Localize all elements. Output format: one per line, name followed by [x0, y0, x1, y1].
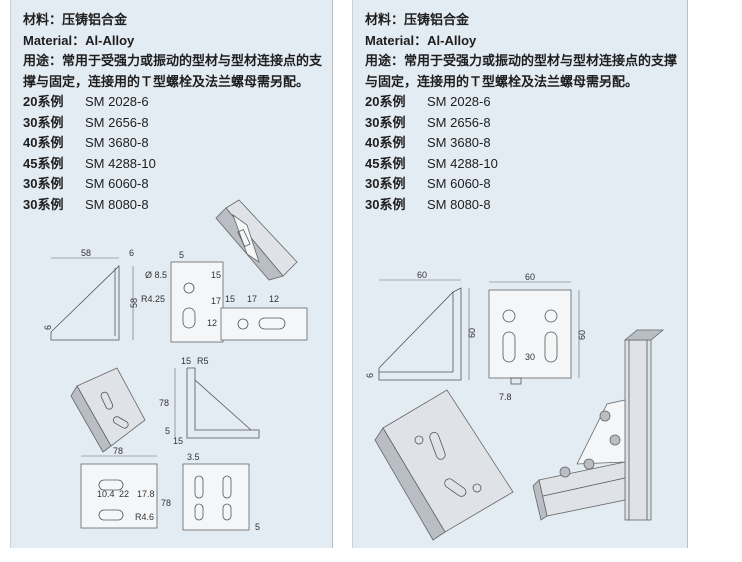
model-row: 30系例 SM 2656-8 — [23, 113, 326, 134]
bracket-front-drawing: 60 60 30 7.8 — [488, 272, 587, 402]
model-row: 30系例 SM 8080-8 — [365, 195, 681, 216]
model-code: SM 2656-8 — [427, 114, 491, 130]
usage-text: 用途：常用于受强力或振动的型材与型材连接点的支撑与固定，连接用的Ｔ型螺栓及法兰螺… — [23, 53, 323, 89]
dim-label: 12 — [269, 294, 279, 304]
model-series: 30系例 — [365, 114, 406, 130]
material-line: 材料：压铸铝合金 — [365, 12, 470, 27]
model-series: 30系例 — [23, 114, 64, 130]
model-code: SM 8080-8 — [427, 196, 491, 212]
model-series: 20系例 — [23, 94, 64, 109]
model-series: 30系例 — [365, 196, 406, 212]
product-panel-left: 材料：压铸铝合金 Material：Al-Alloy 用途：常用于受强力或振动的… — [10, 0, 333, 548]
dim-label: 17 — [211, 296, 221, 306]
model-code: SM 6060-8 — [427, 176, 491, 191]
dim-label: 6 — [43, 325, 53, 330]
dim-label: 30 — [525, 352, 535, 362]
dim-label: Ø 8.5 — [145, 270, 167, 280]
usage-text: 用途：常用于受强力或振动的型材与型材连接点的支撑与固定，连接用的Ｔ型螺栓及法兰螺… — [365, 53, 678, 89]
model-code: SM 4288-10 — [85, 155, 156, 171]
bracket-side-drawing-large: 15 R5 78 5 15 — [159, 356, 260, 446]
dim-label: 15 — [225, 294, 235, 304]
dim-label: 5 — [165, 426, 170, 436]
bracket-iso-drawing-2 — [70, 367, 146, 453]
dim-label: 58 — [129, 298, 139, 308]
model-row: 40系例 SM 3680-8 — [23, 133, 326, 154]
material-line: 材料：压铸铝合金 — [23, 12, 128, 27]
model-series: 40系例 — [23, 135, 64, 150]
dim-label: R4.6 — [135, 512, 154, 522]
model-row: 30系例 SM 2656-8 — [365, 113, 681, 134]
model-code: SM 2656-8 — [85, 114, 149, 130]
dim-label: 58 — [81, 248, 91, 258]
bracket-front-plate-bottom: 78 10.4 22 17.8 R4.6 78 — [80, 446, 171, 529]
dim-label: 15 — [211, 270, 221, 280]
model-row: 20系例 SM 2028-6 — [365, 92, 681, 113]
dim-label: 5 — [255, 522, 260, 532]
dim-label: 17 — [247, 294, 257, 304]
dim-label: 10.4 — [97, 489, 115, 499]
bracket-front-drawing: 5 Ø 8.5 R4.25 15 17 12 — [141, 250, 224, 343]
model-code: SM 2028-6 — [85, 94, 149, 109]
dim-label: R4.25 — [141, 294, 165, 304]
dim-label: 78 — [113, 446, 123, 456]
model-code: SM 6060-8 — [85, 176, 149, 191]
model-code: SM 2028-6 — [427, 94, 491, 109]
spec-text: 材料：压铸铝合金 Material：Al-Alloy 用途：常用于受强力或振动的… — [23, 10, 326, 215]
dim-label: 60 — [525, 272, 535, 282]
dim-label: 22 — [119, 489, 129, 499]
model-series: 30系例 — [23, 176, 64, 191]
model-row: 20系例 SM 2028-6 — [23, 92, 326, 113]
material-en: Material：Al-Alloy — [23, 32, 135, 48]
extrusion-assembly-drawing — [532, 329, 665, 521]
model-row: 30系例 SM 6060-8 — [365, 174, 681, 195]
dim-label: 12 — [207, 318, 217, 328]
model-code: SM 8080-8 — [85, 196, 149, 212]
dim-label: 3.5 — [187, 452, 200, 462]
model-row: 45系例 SM 4288-10 — [365, 154, 681, 175]
dim-label: 17.8 — [137, 489, 155, 499]
dim-label: 15 — [173, 436, 183, 446]
technical-drawings-right: 60 60 6 60 60 30 7.8 — [365, 270, 665, 541]
model-row: 40系例 SM 3680-8 — [365, 133, 681, 154]
dim-label: 6 — [365, 373, 375, 378]
technical-drawings-left: 58 6 58 6 5 Ø 8.5 R4.25 15 17 12 15 17 1… — [43, 199, 308, 532]
product-panel-right: 材料：压铸铝合金 Material：Al-Alloy 用途：常用于受强力或振动的… — [352, 0, 688, 548]
dim-label: 78 — [161, 498, 171, 508]
model-code: SM 3680-8 — [427, 135, 491, 150]
bracket-side-drawing: 60 60 6 — [365, 270, 477, 381]
dim-label: 6 — [129, 248, 134, 258]
dim-label: 7.8 — [499, 392, 512, 402]
dim-label: 60 — [467, 328, 477, 338]
model-series: 45系例 — [23, 155, 64, 171]
model-code: SM 4288-10 — [427, 155, 498, 171]
bracket-iso-drawing-1 — [215, 199, 298, 281]
spec-text: 材料：压铸铝合金 Material：Al-Alloy 用途：常用于受强力或振动的… — [365, 10, 681, 215]
model-series: 40系例 — [365, 135, 406, 150]
bracket-side-drawing: 58 6 58 6 — [43, 248, 139, 341]
model-code: SM 3680-8 — [85, 135, 149, 150]
material-en: Material：Al-Alloy — [365, 32, 477, 48]
model-series: 20系例 — [365, 94, 406, 109]
model-series: 45系例 — [365, 155, 406, 171]
dim-label: 60 — [417, 270, 427, 280]
dim-label: R5 — [197, 356, 209, 366]
model-row: 45系例 SM 4288-10 — [23, 154, 326, 175]
dim-label: 5 — [179, 250, 184, 260]
model-series: 30系例 — [23, 196, 64, 212]
bracket-top-drawing: 15 17 12 — [220, 294, 308, 341]
bracket-iso-drawing — [374, 389, 514, 541]
model-series: 30系例 — [365, 176, 406, 191]
dim-label: 78 — [159, 398, 169, 408]
model-row: 30系例 SM 6060-8 — [23, 174, 326, 195]
model-row: 30系例 SM 8080-8 — [23, 195, 326, 216]
dim-label: 15 — [181, 356, 191, 366]
bracket-top-plate-bottom: 3.5 5 — [182, 452, 260, 532]
dim-label: 60 — [577, 330, 587, 340]
